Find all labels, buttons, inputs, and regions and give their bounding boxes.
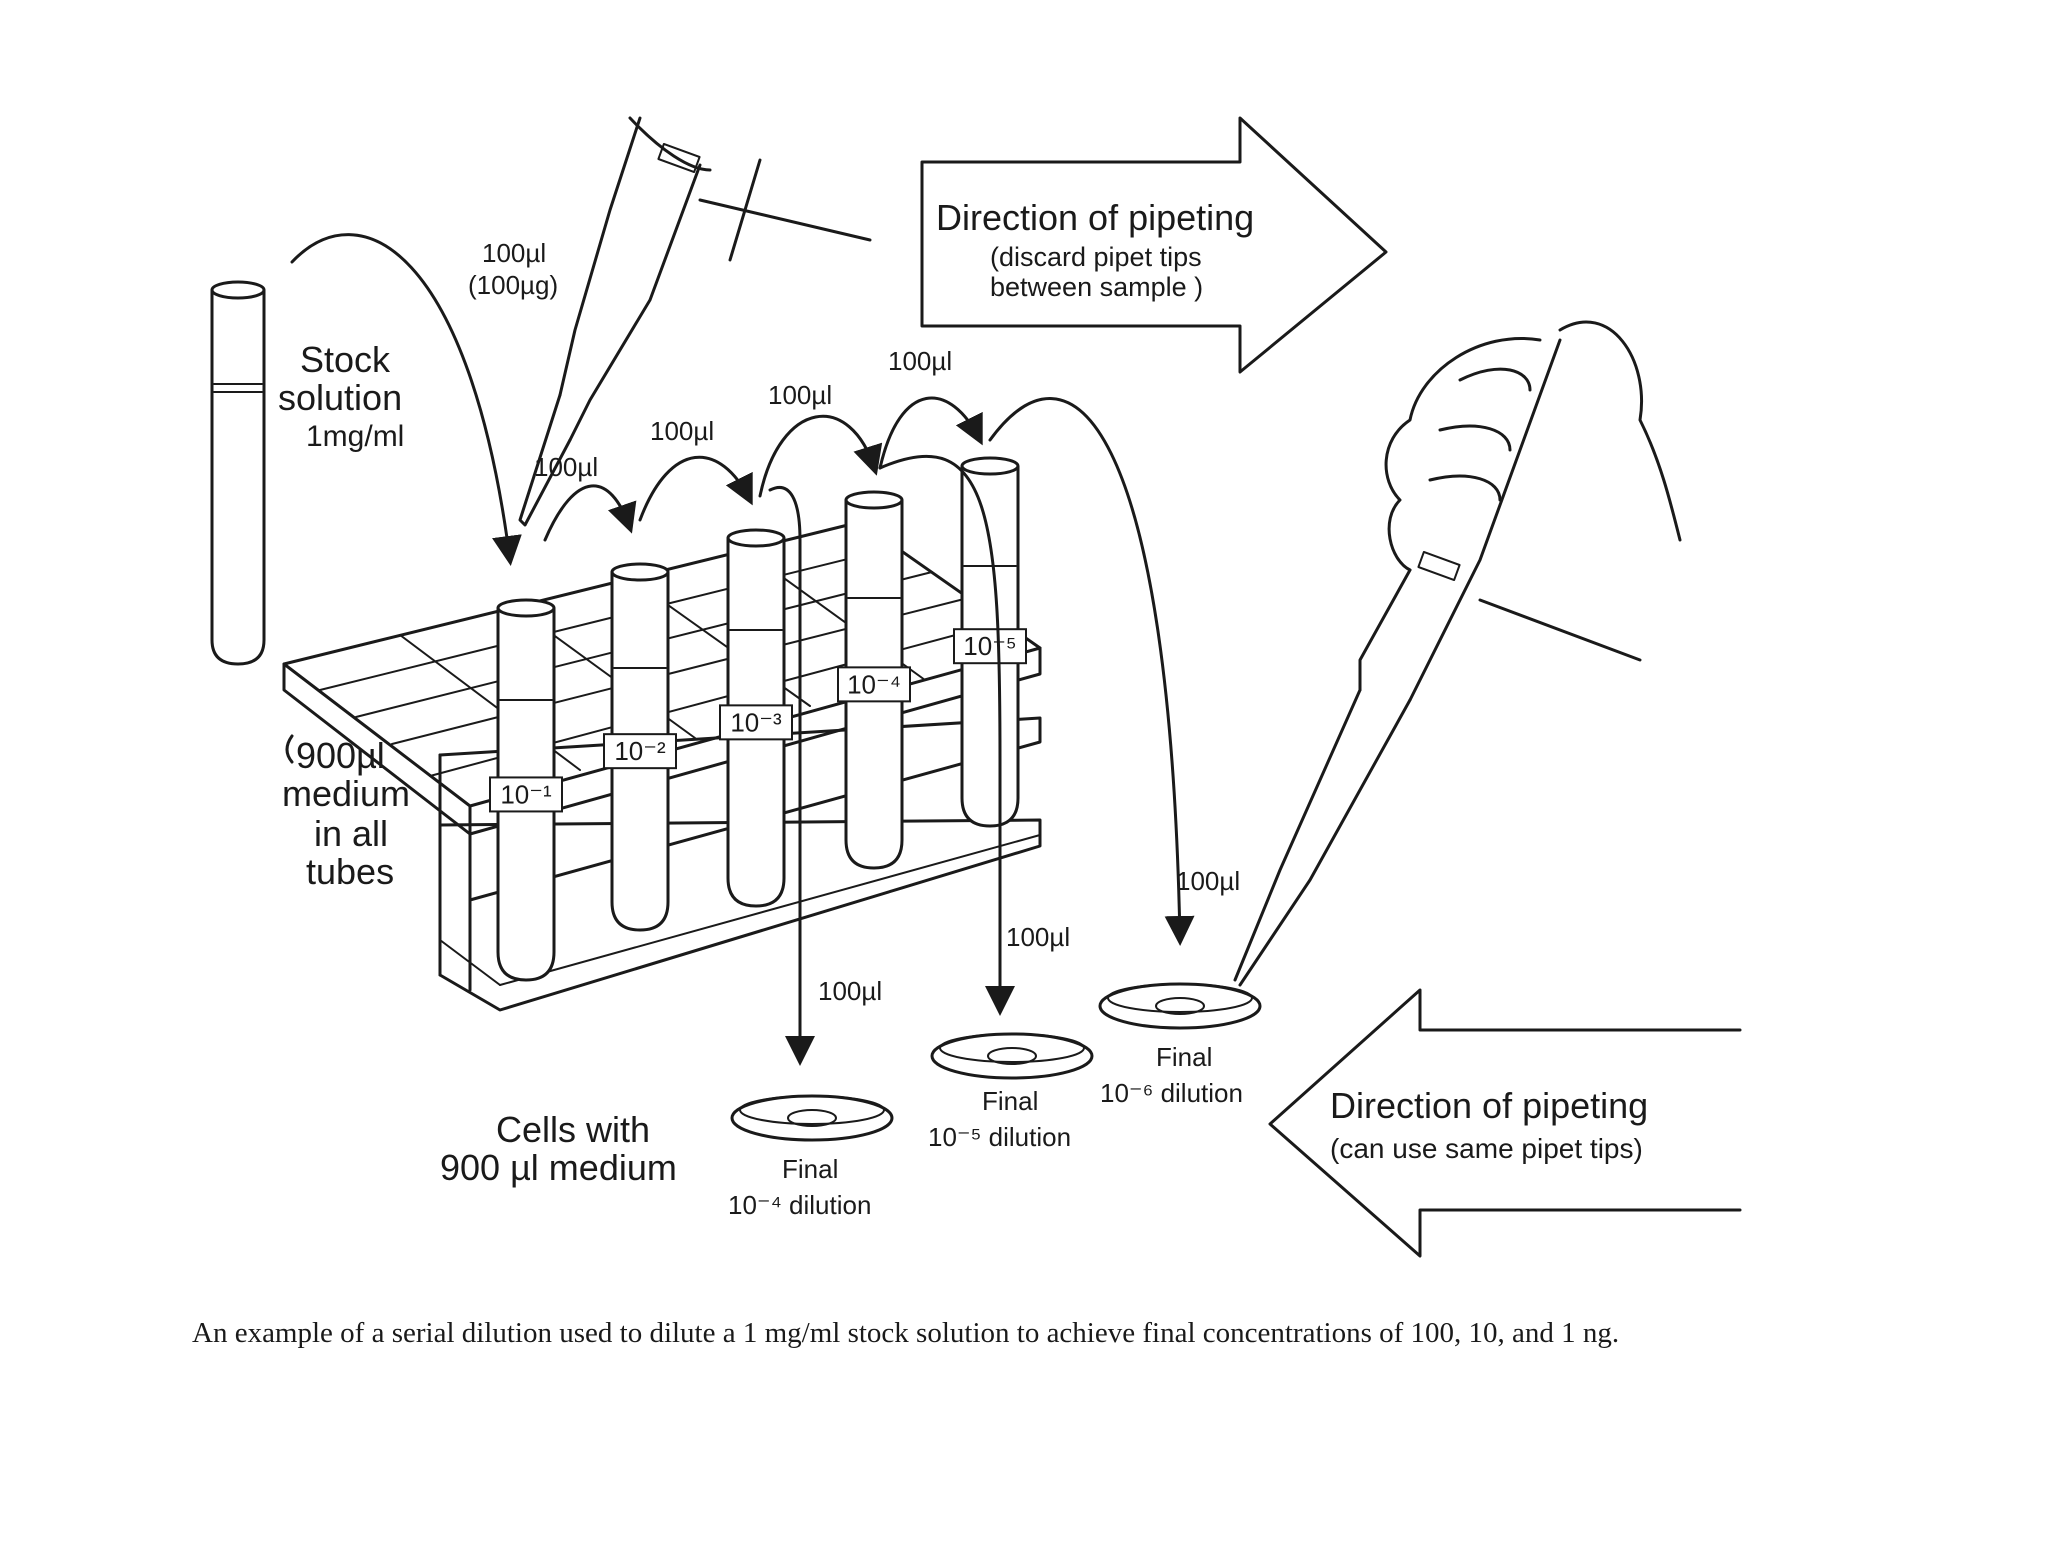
medium-note-line2: medium	[282, 773, 410, 814]
dish-3-label-line2: 10⁻⁶ dilution	[1100, 1078, 1243, 1108]
first-transfer-volume: 100µl	[482, 238, 546, 268]
direction-top-note-line1: (discard pipet tips	[990, 242, 1202, 272]
petri-dish-1	[730, 1094, 894, 1142]
dilution-tubes: 10⁻¹ 10⁻² 10⁻³ 10⁻⁴ 10⁻⁵	[489, 456, 1027, 982]
stock-solution-label-line2: solution	[278, 377, 402, 418]
drop-label-2: 100µl	[1006, 922, 1070, 952]
direction-bottom-title: Direction of pipeting	[1330, 1085, 1648, 1126]
tube-label-box	[837, 666, 911, 703]
dilution-tube-4: 10⁻⁴	[837, 490, 911, 870]
dilution-tube-5: 10⁻⁵	[953, 456, 1027, 828]
medium-note-line3: in all	[314, 813, 388, 854]
tube-label-box	[953, 628, 1027, 665]
tube-dilution-label: 10⁻¹	[500, 779, 552, 809]
transfer-label-4: 100µl	[888, 346, 952, 376]
direction-top-title: Direction of pipeting	[936, 197, 1254, 238]
right-pipette	[1233, 320, 1682, 987]
direction-arrow-bottom	[1268, 988, 1742, 1258]
direction-arrow-top	[920, 116, 1388, 374]
dish-1-label-line1: Final	[782, 1154, 838, 1184]
tube-label-box	[719, 704, 793, 741]
transfer-label-2: 100µl	[650, 416, 714, 446]
dish-2-label-line1: Final	[982, 1086, 1038, 1116]
transfer-label-1: 100µl	[534, 452, 598, 482]
dilution-tube-3: 10⁻³	[719, 528, 793, 908]
petri-dish-2	[930, 1032, 1094, 1080]
direction-top-note-line2: between sample )	[990, 272, 1203, 302]
tube-label-box	[603, 733, 677, 770]
dish-3-label-line1: Final	[1156, 1042, 1212, 1072]
stock-solution-tube	[210, 280, 266, 666]
drop-label-3: 100µl	[1176, 866, 1240, 896]
transfer-arcs	[290, 233, 1195, 1066]
stock-solution-label-line1: Stock	[300, 339, 391, 380]
tube-dilution-label: 10⁻⁴	[847, 669, 901, 699]
tube-label-box	[489, 776, 563, 813]
cells-note-line1: Cells with	[496, 1109, 650, 1150]
tube-dilution-label: 10⁻³	[730, 707, 782, 737]
direction-bottom-note: (can use same pipet tips)	[1330, 1133, 1643, 1164]
dish-2-label-line2: 10⁻⁵ dilution	[928, 1122, 1071, 1152]
petri-dish-3	[1098, 982, 1262, 1030]
dilution-tube-2: 10⁻²	[603, 562, 677, 932]
tube-dilution-label: 10⁻⁵	[963, 631, 1016, 661]
transfer-label-3: 100µl	[768, 380, 832, 410]
tube-dilution-label: 10⁻²	[614, 736, 666, 766]
figure-caption: An example of a serial dilution used to …	[192, 1317, 1620, 1349]
left-pipette	[518, 116, 872, 527]
stock-solution-label-line3: 1mg/ml	[306, 420, 404, 453]
medium-note-line4: tubes	[306, 851, 394, 892]
medium-note-line1: 900µl	[296, 735, 385, 776]
dish-1-label-line2: 10⁻⁴ dilution	[728, 1190, 871, 1220]
dilution-tube-1: 10⁻¹	[489, 598, 563, 982]
medium-note-bracket	[285, 734, 294, 764]
cells-note-line2: 900 µl medium	[440, 1147, 677, 1188]
drop-label-1: 100µl	[818, 976, 882, 1006]
first-transfer-mass: (100µg)	[468, 270, 558, 300]
